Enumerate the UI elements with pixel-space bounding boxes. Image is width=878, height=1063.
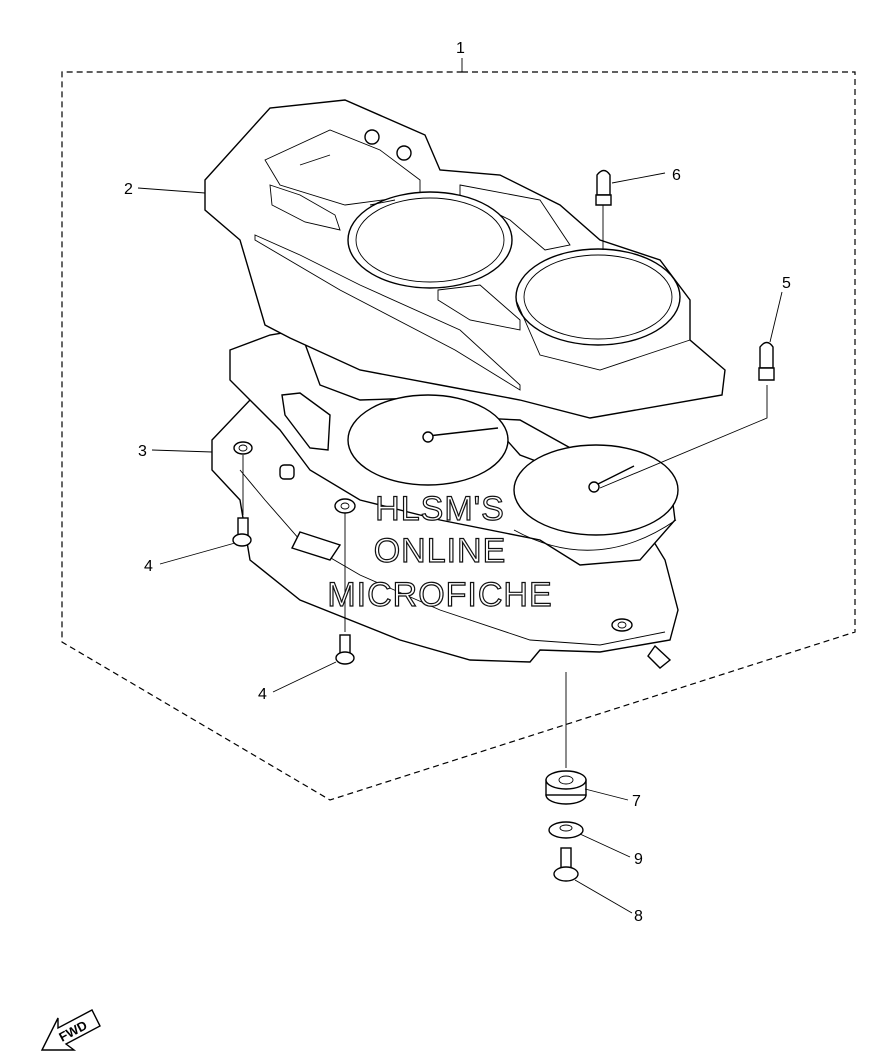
callout-4-center: 4 [258, 686, 267, 703]
leader-lines [137, 172, 783, 914]
meter-cover-upper [204, 99, 726, 419]
indicator-bulb-5 [599, 341, 775, 489]
watermark-line-2: ONLINE [374, 532, 507, 570]
bolt-8 [553, 847, 579, 882]
watermark-line-3: MICROFICHE [327, 576, 552, 614]
grommet-7 [545, 672, 587, 805]
callout-6: 6 [672, 167, 681, 184]
fwd-arrow-icon: FWD [40, 1009, 101, 1051]
indicator-bulb-6 [595, 169, 612, 250]
screw-4-left [232, 455, 252, 547]
callout-3: 3 [138, 443, 147, 460]
callout-7: 7 [632, 793, 641, 810]
callout-4-left: 4 [144, 558, 153, 575]
watermark-line-1: HLSM'S [375, 490, 505, 528]
assembly-boundary [61, 58, 856, 801]
callout-5: 5 [782, 275, 791, 292]
callout-2: 2 [124, 181, 133, 198]
callout-8: 8 [634, 908, 643, 925]
collar-9 [548, 821, 584, 839]
callout-9: 9 [634, 851, 643, 868]
watermark: HLSM'S ONLINE MICROFICHE [327, 489, 553, 614]
callout-1: 1 [456, 40, 465, 57]
callout-labels: 1 2 3 4 4 5 6 7 8 9 [124, 40, 791, 925]
gauge-panel [229, 329, 679, 566]
screw-4-center [335, 513, 355, 665]
